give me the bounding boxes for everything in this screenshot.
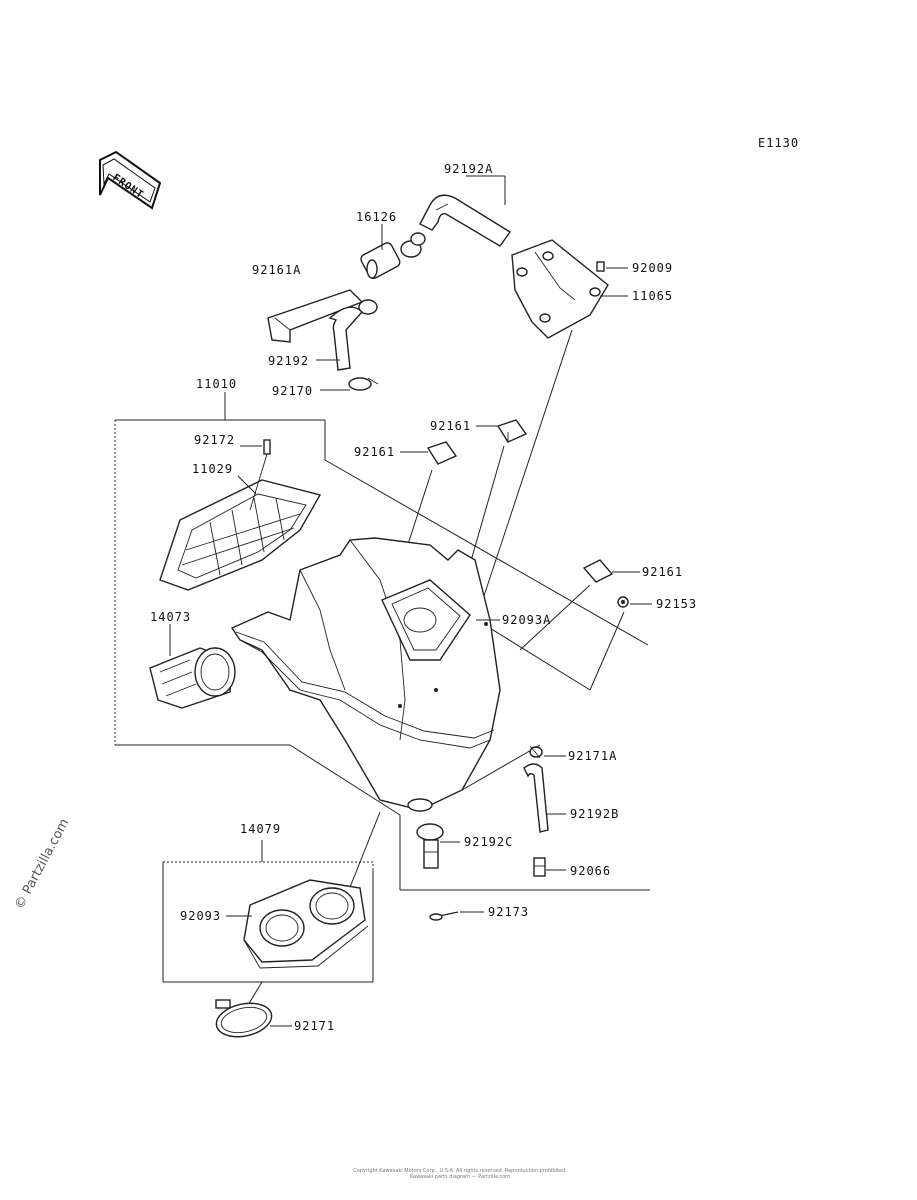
label-92173: 92173 xyxy=(488,905,529,919)
copyright-line-2: Kawasaki parts diagram — Partzilla.com xyxy=(409,1174,511,1180)
label-92093: 92093 xyxy=(180,909,221,923)
label-11010: 11010 xyxy=(196,377,237,391)
label-92170: 92170 xyxy=(272,384,313,398)
filter-element-11029[interactable] xyxy=(159,479,322,591)
clip-92170[interactable] xyxy=(348,377,379,391)
label-92161A: 92161A xyxy=(252,263,301,277)
label-92153: 92153 xyxy=(656,597,697,611)
label-11065: 11065 xyxy=(632,289,673,303)
label-92171A: 92171A xyxy=(568,749,617,763)
screw-92009[interactable] xyxy=(596,261,605,272)
copyright-footer: Copyright Kawasaki Motors Corp., U.S.A. … xyxy=(340,1168,580,1180)
pad-92161-top[interactable] xyxy=(496,419,528,443)
hose-92192[interactable] xyxy=(328,299,378,371)
label-92171: 92171 xyxy=(294,1019,335,1033)
label-92192A: 92192A xyxy=(444,162,493,176)
inlet-holder-92093[interactable] xyxy=(243,879,369,969)
label-92161-left: 92161 xyxy=(354,445,395,459)
plug-92066[interactable] xyxy=(533,857,546,877)
clamp-92171[interactable] xyxy=(213,999,274,1042)
label-92192B: 92192B xyxy=(570,807,619,821)
copyright-line-1: Copyright Kawasaki Motors Corp., U.S.A. … xyxy=(353,1168,567,1174)
clamp-92171A[interactable] xyxy=(529,745,543,759)
label-14079: 14079 xyxy=(240,822,281,836)
duct-14073[interactable] xyxy=(149,647,236,709)
front-arrow-icon: FRONT xyxy=(99,150,162,210)
hose-92192B[interactable] xyxy=(523,763,549,833)
label-16126: 16126 xyxy=(356,210,397,224)
label-92161-top: 92161 xyxy=(430,419,471,433)
clamp-92173[interactable] xyxy=(429,911,459,921)
pad-92161A[interactable] xyxy=(267,289,364,343)
label-92093A: 92093A xyxy=(502,613,551,627)
label-92009: 92009 xyxy=(632,261,673,275)
valve-16126[interactable] xyxy=(359,232,426,280)
label-92066: 92066 xyxy=(570,864,611,878)
label-92192: 92192 xyxy=(268,354,309,368)
label-92161-right: 92161 xyxy=(642,565,683,579)
screw-92172[interactable] xyxy=(249,439,271,511)
label-92172: 92172 xyxy=(194,433,235,447)
fitting-92153[interactable] xyxy=(617,596,629,608)
air-cleaner-housing[interactable] xyxy=(230,537,501,812)
label-11029: 11029 xyxy=(192,462,233,476)
pad-92161-right[interactable] xyxy=(582,559,614,583)
diagram-code: E1130 xyxy=(758,136,799,150)
label-14073: 14073 xyxy=(150,610,191,624)
breather-hose-92192A[interactable] xyxy=(419,194,512,247)
label-92192C: 92192C xyxy=(464,835,513,849)
pad-92161-left[interactable] xyxy=(426,441,458,465)
drain-92192C[interactable] xyxy=(416,823,444,869)
bracket-11065[interactable] xyxy=(511,239,609,339)
